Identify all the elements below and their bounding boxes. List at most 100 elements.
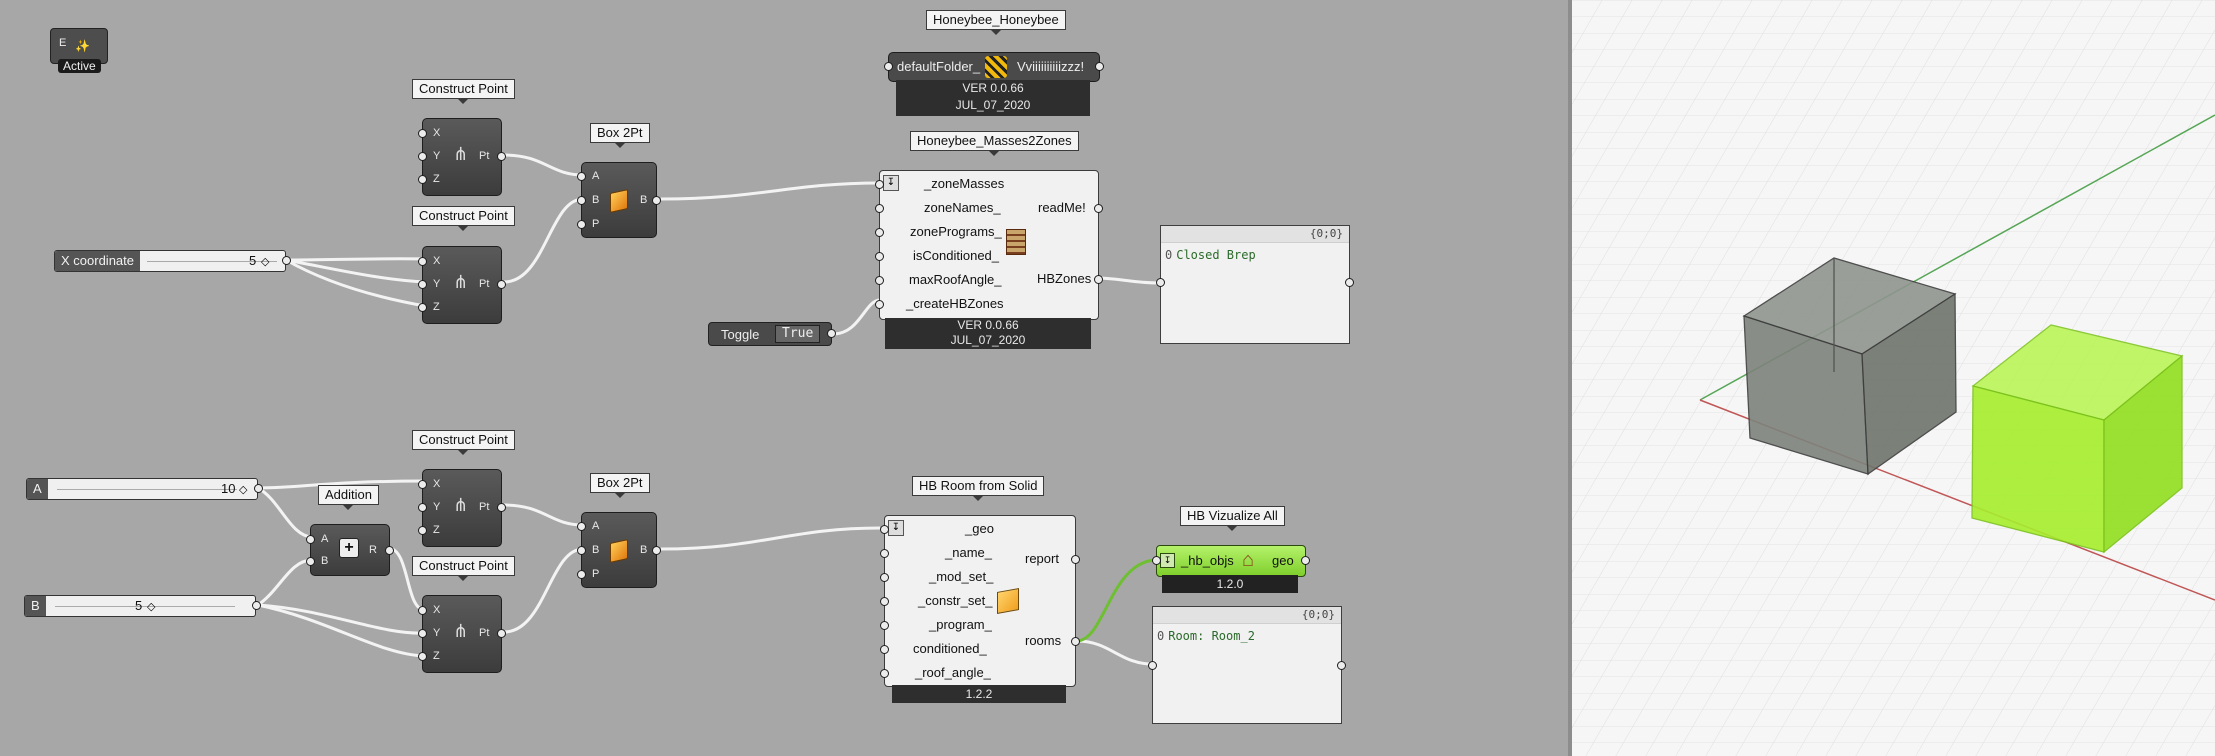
output-port[interactable] bbox=[1301, 556, 1310, 565]
input-z: Z bbox=[433, 301, 440, 313]
port-pt[interactable] bbox=[497, 629, 506, 638]
port-constr-set[interactable] bbox=[880, 597, 889, 606]
port-conditioned[interactable] bbox=[880, 645, 889, 654]
port-x[interactable] bbox=[418, 257, 427, 266]
x-coordinate-slider[interactable]: X coordinate 5 ◇ bbox=[54, 250, 291, 272]
port-geo[interactable] bbox=[880, 525, 889, 534]
port-isConditioned[interactable] bbox=[875, 252, 884, 261]
slider-grip-icon[interactable]: ◇ bbox=[261, 256, 270, 268]
port-name[interactable] bbox=[880, 549, 889, 558]
output-port[interactable] bbox=[282, 256, 291, 265]
vizualize-all-component[interactable]: ↧ _hb_objs ⌂ geo bbox=[1152, 545, 1310, 577]
box-2pt-bottom[interactable]: A B P B bbox=[577, 512, 661, 588]
port-rooms[interactable] bbox=[1071, 637, 1080, 646]
port-r[interactable] bbox=[385, 546, 394, 555]
port-y[interactable] bbox=[418, 629, 427, 638]
wire bbox=[257, 603, 426, 635]
port-zoneMasses[interactable] bbox=[875, 180, 884, 189]
pane-splitter[interactable] bbox=[1568, 0, 1572, 756]
construct-point-1[interactable]: X Y Z ⋔ Pt bbox=[418, 118, 506, 196]
input-label: isConditioned_ bbox=[913, 248, 1000, 263]
construct-point-4-title: Construct Point bbox=[412, 556, 515, 581]
honeybee-component[interactable]: defaultFolder_ Vviiiiiiiiiizzz! bbox=[884, 52, 1104, 82]
input-z: Z bbox=[433, 524, 440, 536]
port-createHBZones[interactable] bbox=[875, 300, 884, 309]
construct-point-3[interactable]: X Y Z ⋔ Pt bbox=[418, 469, 506, 547]
port-b[interactable] bbox=[306, 557, 315, 566]
port-a[interactable] bbox=[306, 535, 315, 544]
port-y[interactable] bbox=[418, 280, 427, 289]
flatten-icon[interactable]: ↧ bbox=[1160, 553, 1175, 568]
port-hbzones[interactable] bbox=[1094, 275, 1103, 284]
b-slider[interactable]: B 5 ◇ bbox=[24, 595, 261, 617]
port-maxRoofAngle[interactable] bbox=[875, 276, 884, 285]
output-port[interactable] bbox=[827, 329, 836, 338]
output-port[interactable] bbox=[254, 484, 263, 493]
port-p[interactable] bbox=[577, 220, 586, 229]
port-z[interactable] bbox=[418, 303, 427, 312]
room-from-solid-component[interactable]: ↧ _geo _name_ _mod_set_ _constr_set_ _pr… bbox=[880, 515, 1080, 687]
addition-component[interactable]: A B + R bbox=[306, 524, 394, 576]
port-zoneNames[interactable] bbox=[875, 204, 884, 213]
port-z[interactable] bbox=[418, 652, 427, 661]
output-port[interactable] bbox=[1337, 661, 1346, 670]
port-y[interactable] bbox=[418, 503, 427, 512]
masses2zones-version: VER 0.0.66 bbox=[957, 318, 1019, 332]
input-x: X bbox=[433, 478, 441, 490]
port-y[interactable] bbox=[418, 152, 427, 161]
port-program[interactable] bbox=[880, 621, 889, 630]
port-pt[interactable] bbox=[497, 152, 506, 161]
port-x[interactable] bbox=[418, 480, 427, 489]
flatten-icon[interactable]: ↧ bbox=[888, 520, 904, 536]
port-p[interactable] bbox=[577, 570, 586, 579]
port-a[interactable] bbox=[577, 172, 586, 181]
port-roof-angle[interactable] bbox=[880, 669, 889, 678]
slider-value: 5 bbox=[249, 253, 257, 268]
boolean-toggle[interactable]: Toggle True bbox=[708, 322, 836, 346]
output-port[interactable] bbox=[252, 601, 261, 610]
output-port[interactable] bbox=[1345, 278, 1354, 287]
construct-point-4[interactable]: X Y Z ⋔ Pt bbox=[418, 595, 506, 673]
box-2pt-top[interactable]: A B P B bbox=[577, 162, 661, 238]
a-slider[interactable]: A 10 ◇ bbox=[26, 478, 263, 500]
slider-grip-icon[interactable]: ◇ bbox=[239, 484, 248, 496]
input-x: X bbox=[433, 255, 441, 267]
port-b[interactable] bbox=[577, 546, 586, 555]
port-pt[interactable] bbox=[497, 503, 506, 512]
toggle-value[interactable]: True bbox=[775, 325, 821, 343]
port-z[interactable] bbox=[418, 175, 427, 184]
port-b[interactable] bbox=[577, 196, 586, 205]
port-readme[interactable] bbox=[1094, 204, 1103, 213]
port-z[interactable] bbox=[418, 526, 427, 535]
port-pt[interactable] bbox=[497, 280, 506, 289]
port-out[interactable] bbox=[652, 196, 661, 205]
input-port[interactable] bbox=[1152, 556, 1161, 565]
input-port[interactable] bbox=[884, 62, 893, 71]
construct-point-2[interactable]: X Y Z ⋔ Pt bbox=[418, 246, 506, 324]
masses2zones-component[interactable]: ↧ _zoneMasses zoneNames_ zonePrograms_ i… bbox=[875, 170, 1103, 320]
flatten-icon[interactable]: ↧ bbox=[883, 175, 899, 191]
rhino-viewport[interactable] bbox=[1572, 0, 2215, 756]
wire bbox=[660, 181, 881, 201]
port-report[interactable] bbox=[1071, 555, 1080, 564]
gray-box bbox=[1742, 257, 1957, 476]
status-active-badge: Active bbox=[58, 59, 101, 73]
port-out[interactable] bbox=[652, 546, 661, 555]
port-zonePrograms[interactable] bbox=[875, 228, 884, 237]
port-x[interactable] bbox=[418, 129, 427, 138]
port-mod-set[interactable] bbox=[880, 573, 889, 582]
slider-grip-icon[interactable]: ◇ bbox=[147, 601, 156, 613]
input-a: A bbox=[321, 533, 329, 545]
input-port[interactable] bbox=[1148, 661, 1157, 670]
port-x[interactable] bbox=[418, 606, 427, 615]
port-a[interactable] bbox=[577, 522, 586, 531]
output-port[interactable] bbox=[1095, 62, 1104, 71]
input-port[interactable] bbox=[1156, 278, 1165, 287]
panel-value: Closed Brep bbox=[1176, 248, 1256, 262]
output-pt: Pt bbox=[479, 150, 490, 162]
output-readme: readMe! bbox=[1038, 200, 1086, 215]
grasshopper-canvas[interactable]: E ✨ Active Honeybee_Honeybee defaultFold… bbox=[0, 0, 1568, 756]
